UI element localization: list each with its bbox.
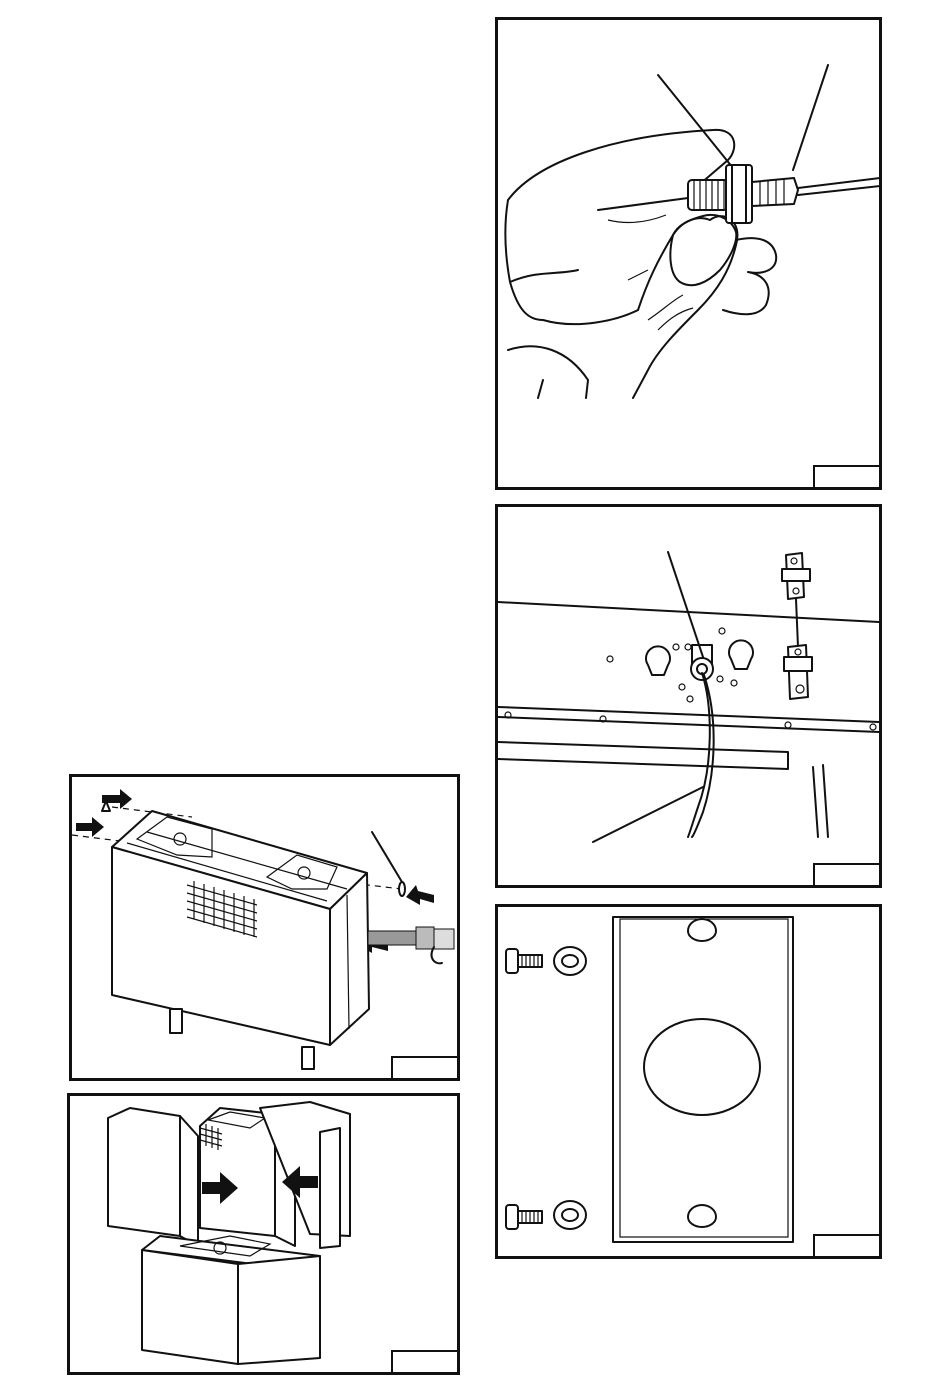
figure-number-box [391,1350,457,1372]
figure-number-box [813,863,879,885]
callout-line-wire [593,787,703,842]
cover-left [108,1108,180,1236]
callout-line-cap [793,65,828,170]
hood-front [142,1250,238,1364]
hand-outline [505,130,738,398]
plate-slot-top [688,919,716,941]
hand-fitting-illustration [498,20,879,487]
arrow-right [406,885,434,905]
chimney-front [200,1108,275,1236]
washer-bottom [554,1201,586,1229]
callout-line-screw [372,832,402,882]
figure-duct-cover [67,1093,460,1375]
lower-panel [498,742,788,769]
foot-left [170,1009,182,1033]
washer-top [554,947,586,975]
wire [688,673,714,837]
cabinet-illustration [72,777,457,1078]
callout-line-fitting [658,75,733,168]
threaded-fitting [688,165,798,223]
plate-slot-bottom [688,1205,716,1227]
mounting-plate-illustration [498,907,879,1256]
figure-mounting-plate [495,904,882,1259]
screwdriver-icon [368,927,454,963]
figure-hand-fitting [495,17,882,490]
figure-number-box [813,465,879,487]
callout-line-grommet [668,552,703,657]
screw-top [506,949,542,973]
figure-number-box [813,1234,879,1256]
hood-side [238,1256,320,1364]
screw-right [399,882,405,896]
thumb-outline [633,216,737,398]
screw-bottom [506,1205,542,1229]
foot-right [302,1047,314,1069]
arrow-left [76,817,104,837]
keyhole-right [729,640,753,669]
figure-number-box [391,1056,457,1078]
wall-bracket-illustration [498,507,879,885]
thumbnail [670,215,736,285]
figure-wall-bracket [495,504,882,888]
bracket [782,553,812,699]
plate-center-hole [644,1019,760,1115]
keyhole-left [646,646,670,675]
figure-cabinet-screws [69,774,460,1081]
mounting-rail [498,707,879,732]
duct-cover-illustration [70,1096,457,1372]
